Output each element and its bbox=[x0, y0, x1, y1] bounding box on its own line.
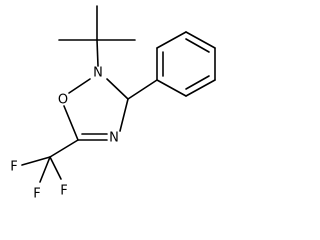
bond-n-o bbox=[68, 78, 91, 94]
bond-ph-5-6 bbox=[185, 79, 216, 97]
bond-cf3-f-left bbox=[21, 156, 51, 166]
bond-n-c3 bbox=[106, 78, 129, 100]
atom-label-o: O bbox=[58, 93, 68, 108]
bond-c3-phenyl bbox=[127, 79, 158, 100]
bond-ph-6-1 bbox=[156, 79, 187, 97]
bond-cf3-f-right bbox=[49, 156, 62, 180]
bond-cf3-f-bottom bbox=[39, 156, 51, 183]
atom-label-f-bottom: F bbox=[33, 187, 40, 202]
bond-ph-2-3 bbox=[156, 31, 187, 49]
bond-ph-inner-c bbox=[185, 75, 210, 90]
atom-label-n: N bbox=[93, 66, 103, 81]
bond-tbu-n bbox=[96, 39, 99, 67]
atom-label-f-left: F bbox=[10, 160, 17, 175]
molecule-structure: N O N F F F bbox=[10, 5, 216, 202]
bond-ph-inner-b bbox=[185, 38, 210, 53]
atom-label-f-right: F bbox=[60, 184, 67, 199]
bond-c5-cf3 bbox=[49, 139, 79, 158]
bond-o-c5 bbox=[63, 105, 79, 141]
bond-c3-n4 bbox=[119, 98, 129, 132]
atom-label-n-ring: N bbox=[109, 131, 119, 146]
bond-ph-3-4 bbox=[185, 31, 216, 49]
